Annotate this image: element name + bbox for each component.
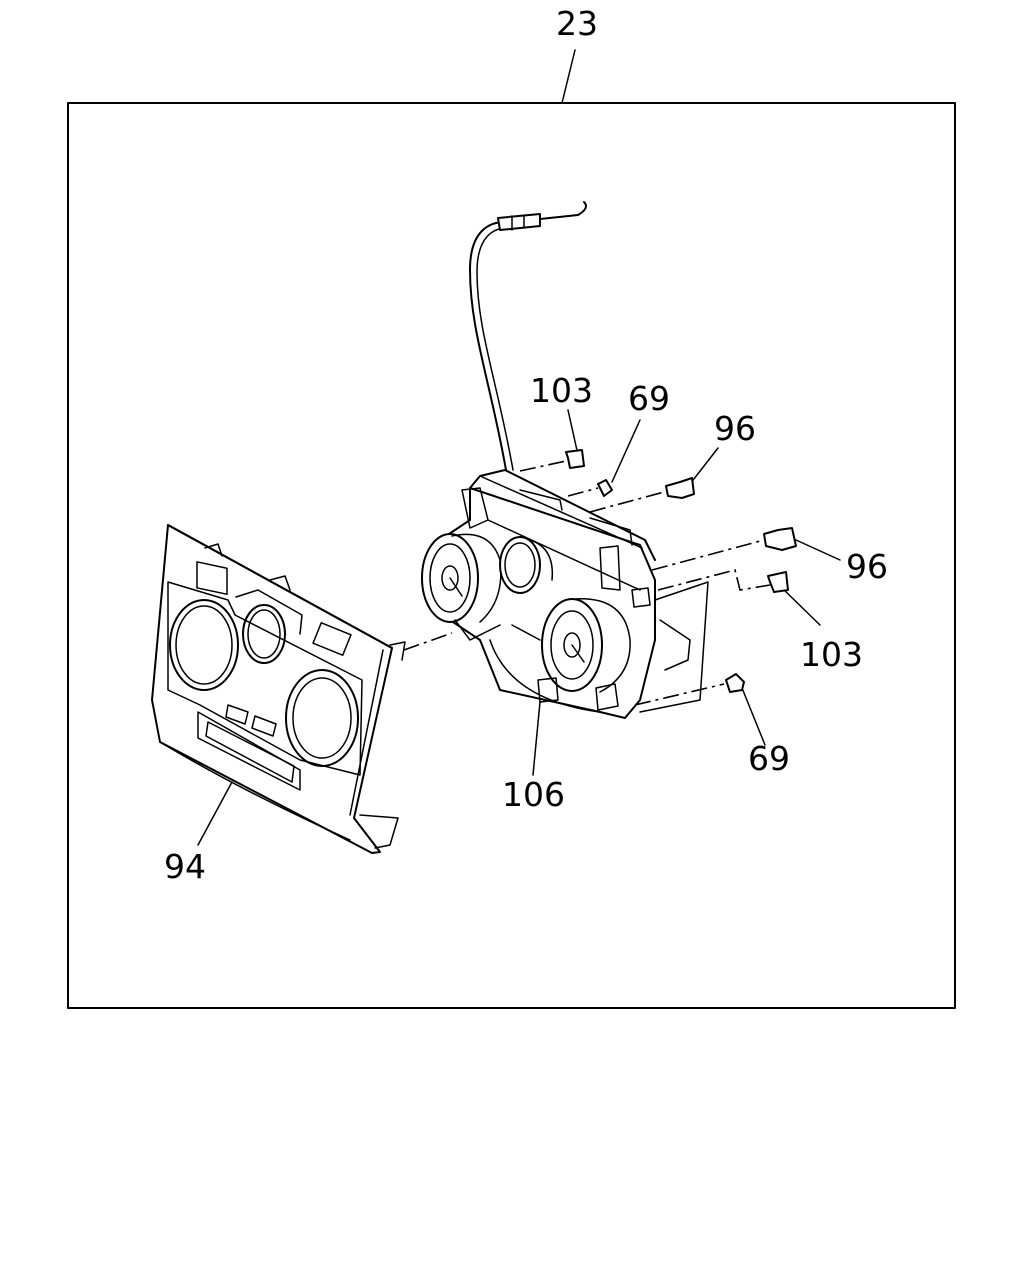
callout-96-top: 96 <box>714 409 756 448</box>
callout-23: 23 <box>556 4 598 43</box>
fasteners <box>565 449 797 693</box>
callout-103-top: 103 <box>530 371 593 410</box>
clip-top <box>565 449 585 469</box>
control-cable <box>469 201 587 471</box>
bolt-top <box>665 477 695 499</box>
callout-69-bottom: 69 <box>748 739 790 778</box>
callout-106: 106 <box>502 775 565 814</box>
callout-69-top: 69 <box>628 379 670 418</box>
clip-right <box>767 571 789 593</box>
assembly-lines <box>403 460 771 706</box>
callout-labels: 23 103 69 96 96 103 69 106 94 <box>164 4 888 886</box>
diagram-frame <box>67 102 956 1009</box>
screw-bottom <box>725 673 745 693</box>
callout-94: 94 <box>164 847 206 886</box>
bezel-panel <box>151 524 406 854</box>
bolt-right <box>763 527 797 551</box>
callout-103-right: 103 <box>800 635 863 674</box>
callout-96-right: 96 <box>846 547 888 586</box>
climate-control-unit <box>421 469 709 719</box>
leader-lines <box>197 49 841 846</box>
screw-top <box>597 479 613 497</box>
